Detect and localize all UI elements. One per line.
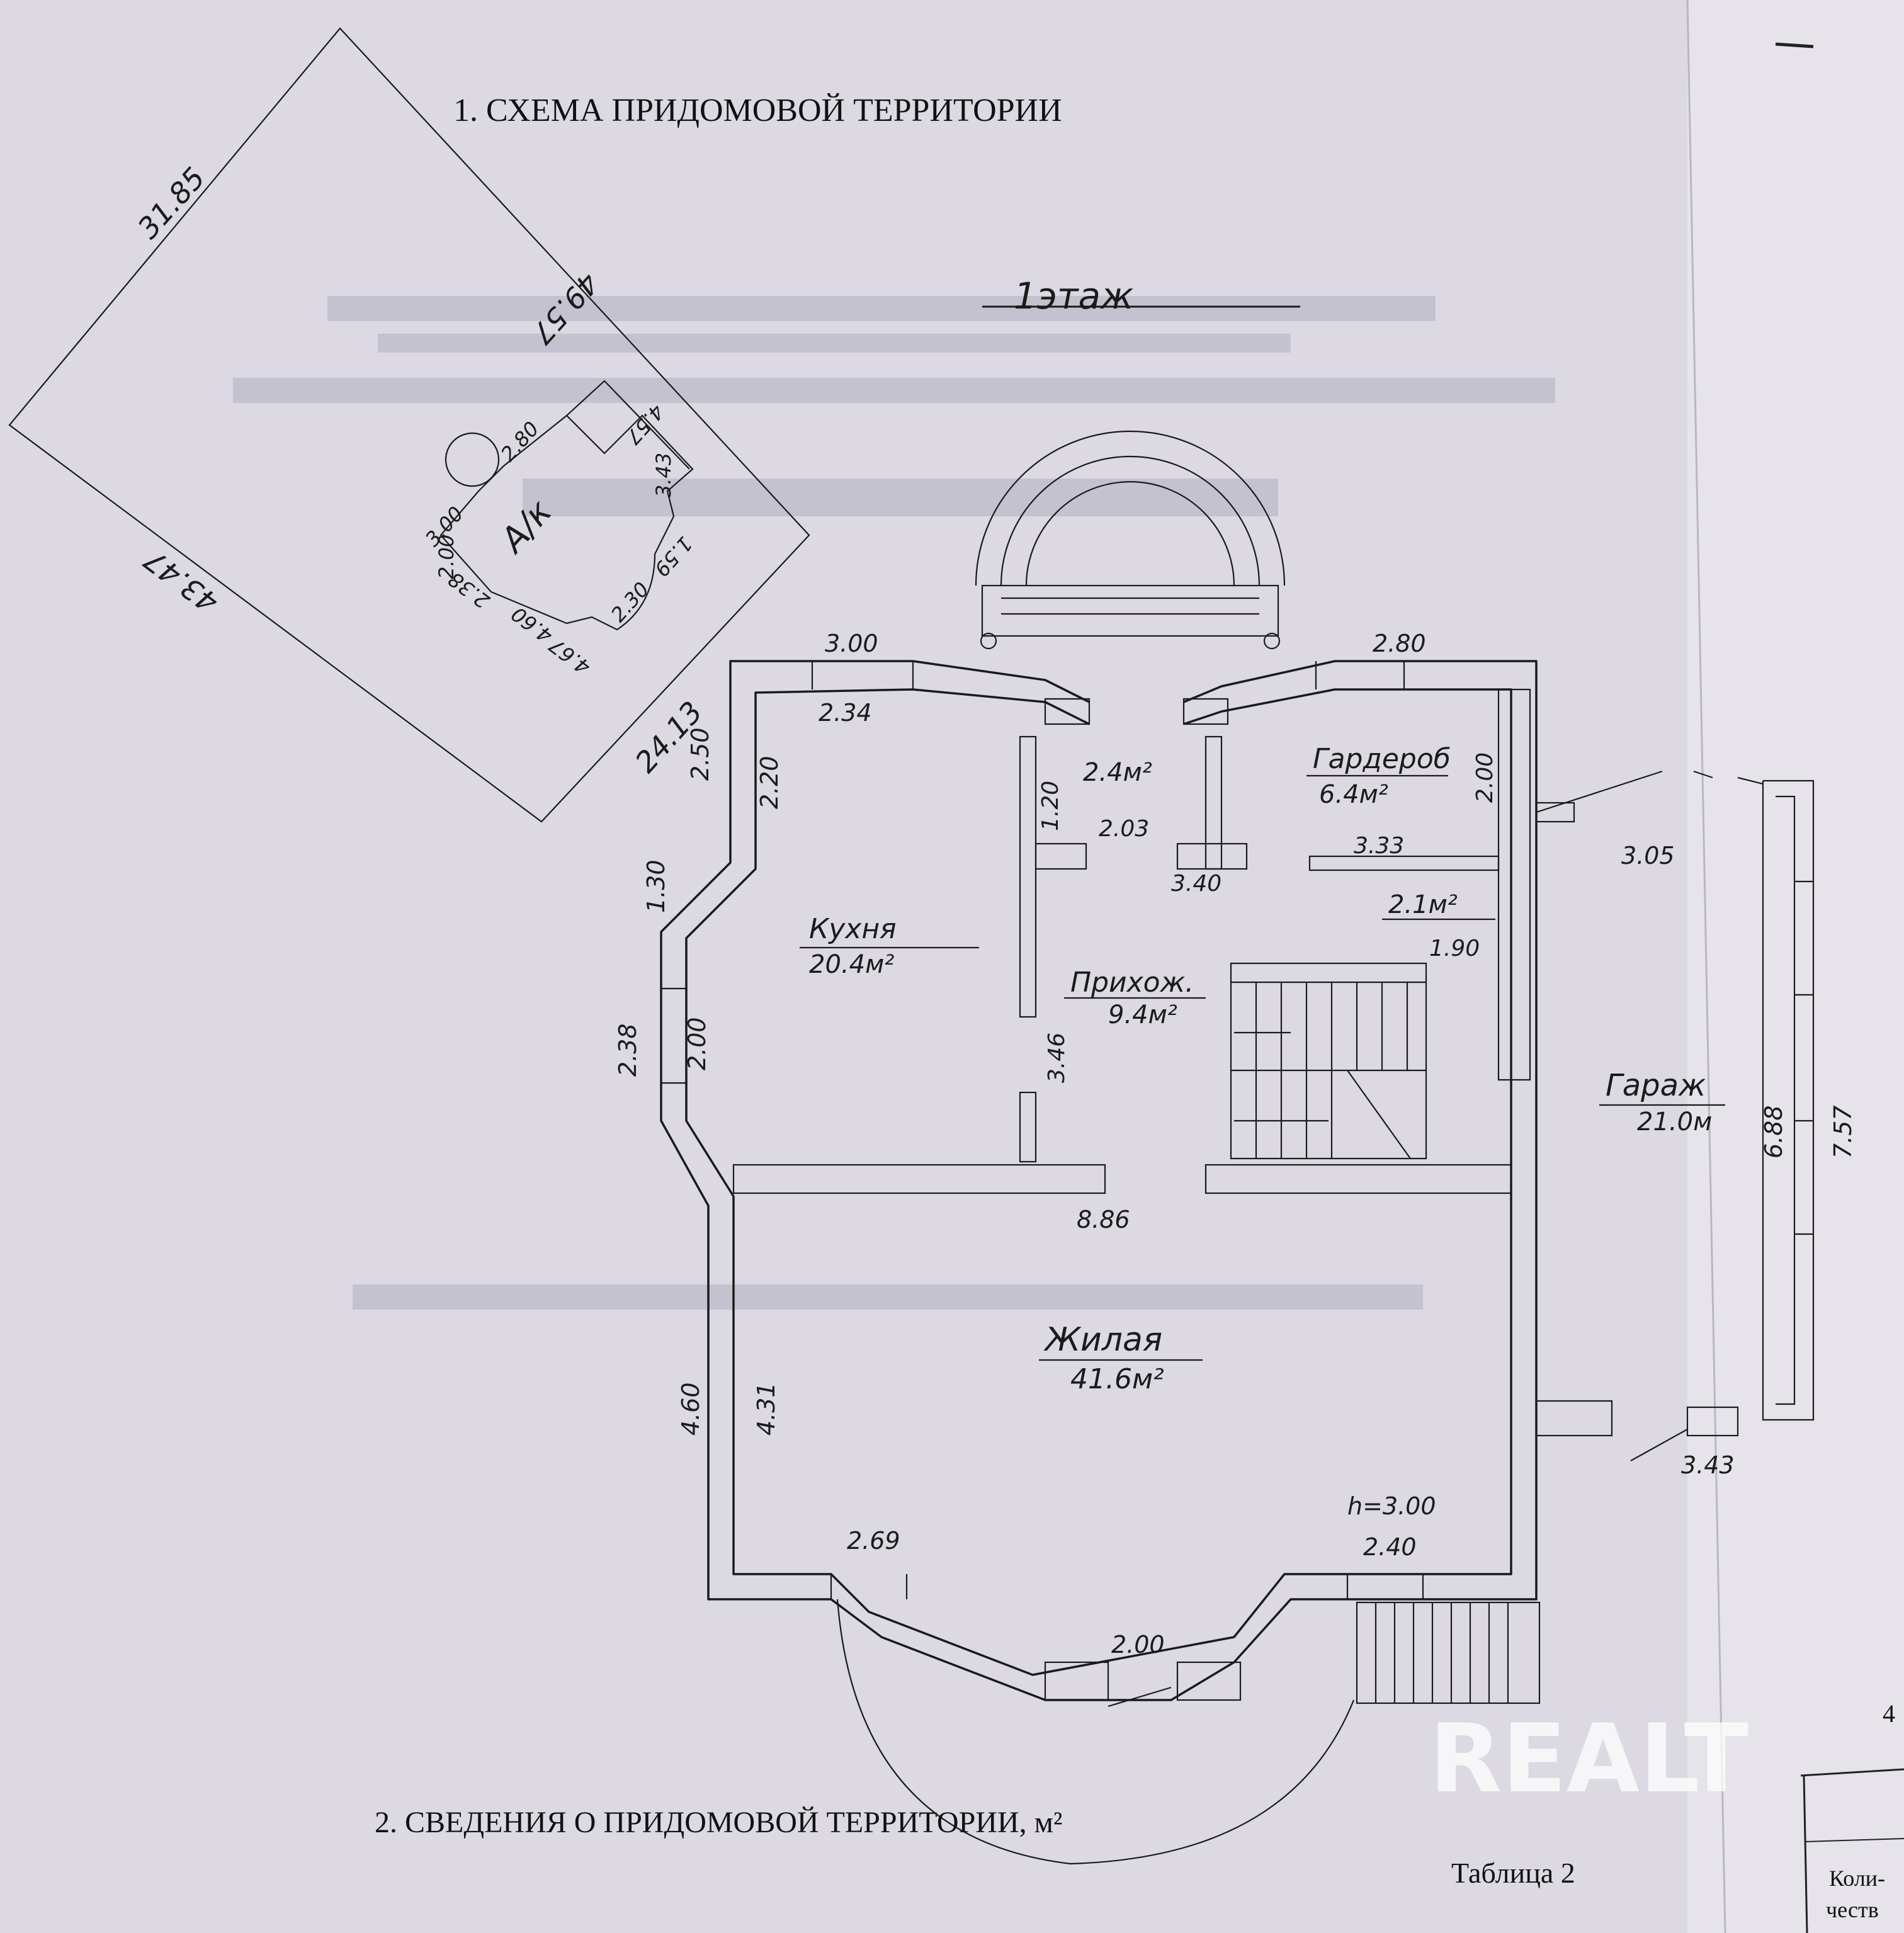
show-through-2 [378, 334, 1291, 353]
dim-living-top: 8.86 [1077, 1206, 1130, 1233]
dim-ceiling-height: h=3.00 [1347, 1492, 1436, 1520]
dim-garage-bottom: 3.43 [1681, 1451, 1735, 1479]
vestibule-left-stub [1044, 698, 1091, 725]
terrace-arc [836, 1599, 1355, 1865]
site-house-garage [566, 380, 690, 470]
vestibule-area: 2.4м² [1083, 758, 1152, 787]
table-fragment: Коли- честв [1800, 1768, 1904, 1933]
dim-garage-top: 3.05 [1621, 842, 1675, 870]
vestibule-left-wall [1034, 842, 1087, 870]
outer-wall [660, 660, 1538, 1701]
dim-vestibule-bottom: 3.40 [1171, 871, 1221, 897]
staircase [1230, 962, 1427, 1160]
dim-living-left-outer: 4.60 [677, 1382, 705, 1436]
wardrobe-area: 6.4м² [1319, 780, 1388, 809]
dim-bay-right: 2.40 [1363, 1533, 1417, 1561]
dim-shelf: 3.33 [1354, 833, 1404, 859]
dim-left-upper-outer: 2.50 [686, 727, 714, 781]
dim-bay-left: 2.69 [847, 1527, 900, 1555]
table-cell-line-2: честв [1826, 1897, 1879, 1922]
page-edge-line [1686, 0, 1726, 1933]
kitchen-name: Кухня [809, 913, 897, 945]
show-through-4 [523, 479, 1278, 516]
wardrobe-name: Гардероб [1313, 743, 1451, 775]
dim-left-mid-outer: 2.38 [614, 1023, 642, 1077]
floor-plan: Кухня 20.4м² 2.4м² Гардероб 6.4м² 2.1м² … [614, 430, 1857, 1865]
floor-label: 1этаж [1014, 275, 1133, 317]
right-inner-wall [1497, 688, 1531, 1081]
closet-area: 2.1м² [1388, 890, 1458, 919]
vestibule-right-stub [1182, 698, 1229, 725]
show-through-1 [327, 296, 1436, 321]
right-page-edge [1687, 0, 1904, 1933]
hall-name: Прихож. [1070, 966, 1194, 999]
front-steps [1356, 1601, 1541, 1704]
garage-area: 21.0м [1637, 1108, 1712, 1137]
garage-name: Гараж [1606, 1068, 1706, 1103]
dim-garage-inner: 6.88 [1760, 1105, 1788, 1159]
dim-stair-right: 1.90 [1429, 936, 1480, 961]
dim-top-right: 2.80 [1373, 630, 1426, 657]
dim-living-left-inner: 4.31 [752, 1382, 780, 1436]
dim-left-upper-inner: 2.20 [756, 756, 783, 809]
kitchen-bottom-wall [732, 1164, 1106, 1194]
site-house-porch [445, 432, 500, 487]
dim-left-mid-inner: 2.00 [683, 1017, 711, 1070]
table-caption: Таблица 2 [1451, 1857, 1575, 1889]
dim-left-diag: 1.30 [642, 859, 670, 913]
kitchen-partition-lower [1019, 1091, 1037, 1163]
table-cell-line-1: Коли- [1829, 1866, 1885, 1891]
site-house-dim-9: 2.00 [434, 535, 458, 579]
hall-area: 9.4м² [1108, 1001, 1177, 1029]
heading-info: 2. СВЕДЕНИЯ О ПРИДОМОВОЙ ТЕРРИТОРИИ, м² [375, 1806, 1062, 1839]
living-area: 41.6м² [1070, 1363, 1164, 1395]
show-through-5 [353, 1284, 1423, 1310]
entrance-canopy [975, 430, 1286, 650]
dim-partition-upper: 1.20 [1038, 781, 1063, 831]
heading-scheme: 1. СХЕМА ПРИДОМОВОЙ ТЕРРИТОРИИ [453, 93, 1062, 128]
page-number: 4 [1883, 1699, 1895, 1728]
front-door-right [1176, 1661, 1242, 1701]
wardrobe-stub [1176, 842, 1248, 870]
kitchen-area: 20.4м² [809, 950, 894, 979]
kitchen-partition-upper [1019, 735, 1037, 1018]
site-house-outline [439, 414, 694, 631]
site-house-dim-3: 3.43 [652, 453, 676, 497]
corner-mark [1775, 42, 1814, 48]
dim-hall-width: 2.03 [1099, 816, 1149, 842]
front-door-left [1044, 1661, 1109, 1701]
dim-bay-front: 2.00 [1111, 1631, 1165, 1658]
dim-partition-lower: 3.46 [1044, 1033, 1070, 1083]
hall-bottom-wall [1204, 1164, 1512, 1194]
dim-wardrobe-right: 2.00 [1472, 752, 1498, 803]
dim-garage-outer: 7.57 [1829, 1105, 1857, 1159]
dim-top-left: 3.00 [825, 630, 878, 657]
dim-kitchen-top: 2.34 [819, 699, 872, 727]
site-boundary [8, 27, 810, 823]
garage [1535, 770, 1815, 1461]
realt-watermark: REALT [1429, 1704, 1748, 1814]
living-name: Жилая [1043, 1321, 1162, 1359]
show-through-3 [233, 378, 1555, 403]
